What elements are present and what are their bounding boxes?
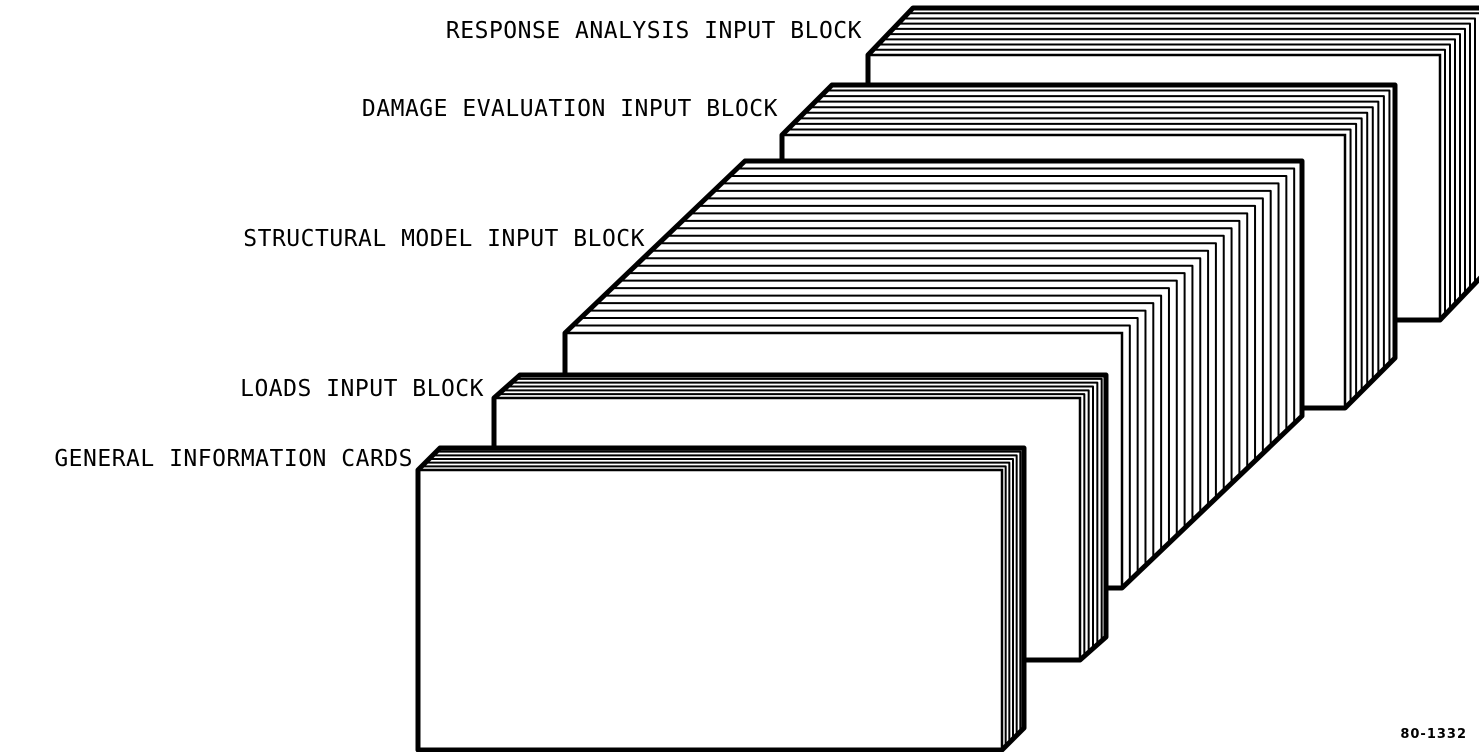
label-loads-input-block: LOADS INPUT BLOCK [240, 376, 484, 402]
label-damage-evaluation-input-block: DAMAGE EVALUATION INPUT BLOCK [362, 96, 778, 122]
figure-number: 80-1332 [1400, 727, 1467, 742]
deck-general [418, 448, 1024, 750]
label-general-information-cards: GENERAL INFORMATION CARDS [54, 446, 413, 472]
label-structural-model-input-block: STRUCTURAL MODEL INPUT BLOCK [243, 226, 645, 252]
label-response-analysis-input-block: RESPONSE ANALYSIS INPUT BLOCK [446, 18, 862, 44]
front-card [418, 470, 1002, 750]
